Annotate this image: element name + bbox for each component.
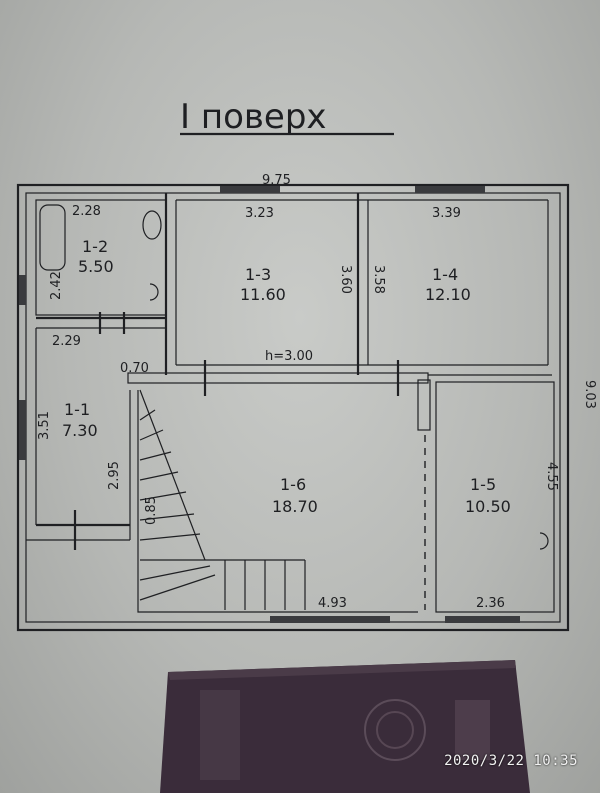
room-1-3-dim-width: 3.23 bbox=[245, 206, 274, 221]
outer-wall bbox=[16, 183, 570, 632]
room-1-1-dim-height: 3.51 bbox=[37, 411, 52, 440]
room-1-5-area: 10.50 bbox=[465, 497, 511, 516]
window-bottom-right bbox=[445, 616, 520, 623]
room-1-2-dim-width: 2.28 bbox=[72, 204, 101, 219]
room-1-2-area: 5.50 bbox=[78, 257, 114, 276]
window-left-upper bbox=[19, 275, 26, 305]
room-1-5-outline bbox=[435, 381, 555, 613]
toilet-icon bbox=[142, 210, 162, 240]
room-1-6-dim-stair: 0.85 bbox=[144, 496, 159, 525]
room-1-4-id: 1-4 bbox=[432, 265, 458, 284]
room-1-2-id: 1-2 bbox=[82, 237, 108, 256]
room-1-6-id: 1-6 bbox=[280, 475, 306, 494]
room-1-3-area: 11.60 bbox=[240, 285, 286, 304]
room-1-2-dim-height: 2.42 bbox=[49, 271, 64, 300]
room-1-6-dim-width: 4.93 bbox=[318, 596, 347, 611]
window-top-left bbox=[220, 186, 280, 193]
room-1-1-area: 7.30 bbox=[62, 421, 98, 440]
room-1-6-outline bbox=[137, 390, 418, 613]
room-1-4-dim-height: 3.58 bbox=[371, 265, 386, 294]
photo-timestamp: 2020/3/22 10:35 bbox=[444, 753, 578, 769]
window-bottom-mid bbox=[270, 616, 390, 623]
room-1-1-dim-width: 2.29 bbox=[52, 334, 81, 349]
room-1-6-dim-corridor: 0.70 bbox=[120, 361, 149, 376]
window-left-lower bbox=[19, 400, 26, 460]
room-1-6-area: 18.70 bbox=[272, 497, 318, 516]
room-1-4-dim-width: 3.39 bbox=[432, 206, 461, 221]
overall-depth-label: 9.03 bbox=[582, 380, 597, 409]
room-1-5-dim-width: 2.36 bbox=[476, 596, 505, 611]
room-1-1-id: 1-1 bbox=[64, 400, 90, 419]
bathtub-icon bbox=[39, 204, 66, 271]
sink-icon bbox=[149, 283, 159, 301]
room-1-3-id: 1-3 bbox=[245, 265, 271, 284]
ceiling-height-label: h=3.00 bbox=[265, 349, 313, 364]
room-1-5-id: 1-5 bbox=[470, 475, 496, 494]
plan-title: I поверх bbox=[180, 97, 327, 137]
room-1-5-dim-height: 4.55 bbox=[544, 462, 559, 491]
overall-width-label: 9.75 bbox=[262, 173, 291, 188]
pillar bbox=[417, 379, 431, 431]
sink-icon-1-5 bbox=[539, 532, 549, 550]
book-on-table bbox=[160, 660, 530, 793]
room-1-3-dim-height: 3.60 bbox=[338, 265, 353, 294]
room-1-4-area: 12.10 bbox=[425, 285, 471, 304]
staircase bbox=[139, 389, 306, 610]
room-1-1-dim-side: 2.95 bbox=[107, 461, 122, 490]
window-top-right bbox=[415, 186, 485, 193]
wall-mid-lower bbox=[127, 372, 429, 384]
